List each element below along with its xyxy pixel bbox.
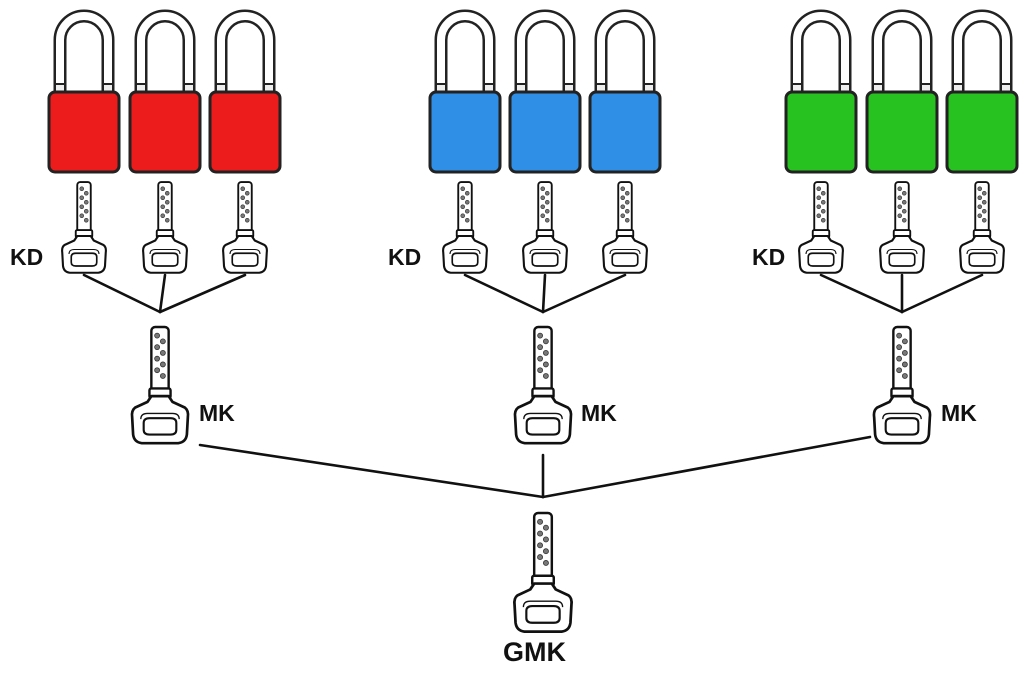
- padlock-icon-3-1: [784, 16, 858, 174]
- kd-connector-right-3: [900, 273, 984, 314]
- padlock-icon-3-2: [865, 16, 939, 174]
- connector-lines: [82, 273, 984, 499]
- mk-label-2: MK: [581, 400, 617, 426]
- kd-key-icon-2-2: [522, 180, 568, 274]
- gmk-label: GMK: [503, 637, 566, 667]
- kd-connector-left-2: [463, 273, 545, 314]
- kd-connector-left-3: [819, 273, 904, 314]
- mk-key-icon-1: [130, 325, 190, 445]
- padlock-icon-1-2: [128, 16, 202, 174]
- kd-connector-mid-2: [541, 273, 547, 314]
- kd-connector-mid-1: [158, 273, 167, 314]
- kd-key-icon-3-1: [798, 180, 844, 274]
- mk-label-1: MK: [199, 400, 235, 426]
- mk-connector-right: [541, 435, 872, 499]
- mk-label-3: MK: [941, 400, 977, 426]
- padlock-icon-2-1: [428, 16, 502, 174]
- mk-key-icon-2: [513, 325, 573, 445]
- mk-connector-left: [198, 443, 545, 499]
- kd-label-3: KD: [752, 244, 786, 270]
- padlock-icon-2-2: [508, 16, 582, 174]
- kd-key-icon-2-3: [602, 180, 648, 274]
- mk-key-icon-3: [872, 325, 932, 445]
- padlock-icon-3-3: [945, 16, 1019, 174]
- kd-key-icon-3-2: [879, 180, 925, 274]
- kd-key-icon-1-3: [222, 180, 268, 274]
- padlock-icon-2-3: [588, 16, 662, 174]
- padlock-icon-1-1: [47, 16, 121, 174]
- kd-label-2: KD: [388, 244, 422, 270]
- gmk-key-icon: [513, 511, 573, 633]
- kd-key-icon-1-1: [61, 180, 107, 274]
- padlock-layer: [47, 16, 1019, 174]
- kd-connector-right-2: [541, 273, 627, 314]
- kd-key-icon-2-1: [442, 180, 488, 274]
- padlock-icon-1-3: [208, 16, 282, 174]
- kd-label-1: KD: [10, 244, 44, 270]
- kd-key-icon-3-3: [959, 180, 1005, 274]
- kd-key-icon-1-2: [142, 180, 188, 274]
- kd-connector-right-1: [158, 273, 247, 314]
- kd-connector-left-1: [82, 273, 162, 314]
